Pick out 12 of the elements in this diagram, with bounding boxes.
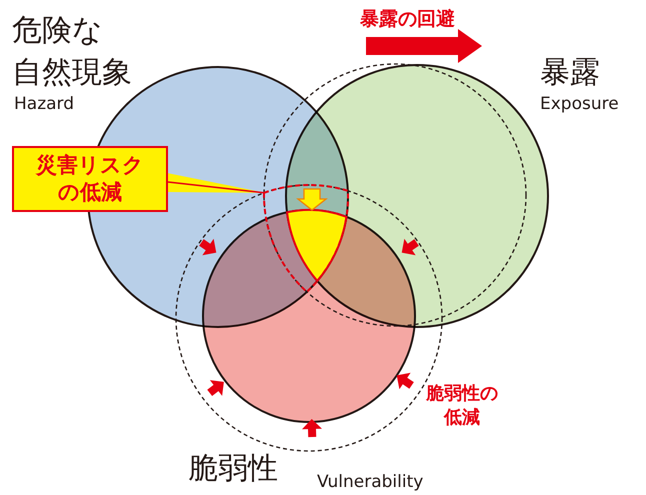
- leader-line: [168, 181, 266, 194]
- callout-box: [12, 146, 168, 212]
- callout-text: 災害リスクの低減: [35, 152, 145, 206]
- label: 暴露の回避: [360, 7, 455, 32]
- circle-subtitle: Hazard: [14, 93, 74, 116]
- circle-title: 脆弱性: [188, 450, 278, 488]
- label: 脆弱性の低減: [424, 382, 499, 430]
- circle-subtitle: Vulnerability: [317, 471, 424, 494]
- circle-title: 暴露: [540, 54, 600, 92]
- circle-subtitle: Exposure: [540, 93, 619, 116]
- venn-circle: [202, 209, 416, 423]
- circle-title: 危険な自然現象: [12, 12, 133, 92]
